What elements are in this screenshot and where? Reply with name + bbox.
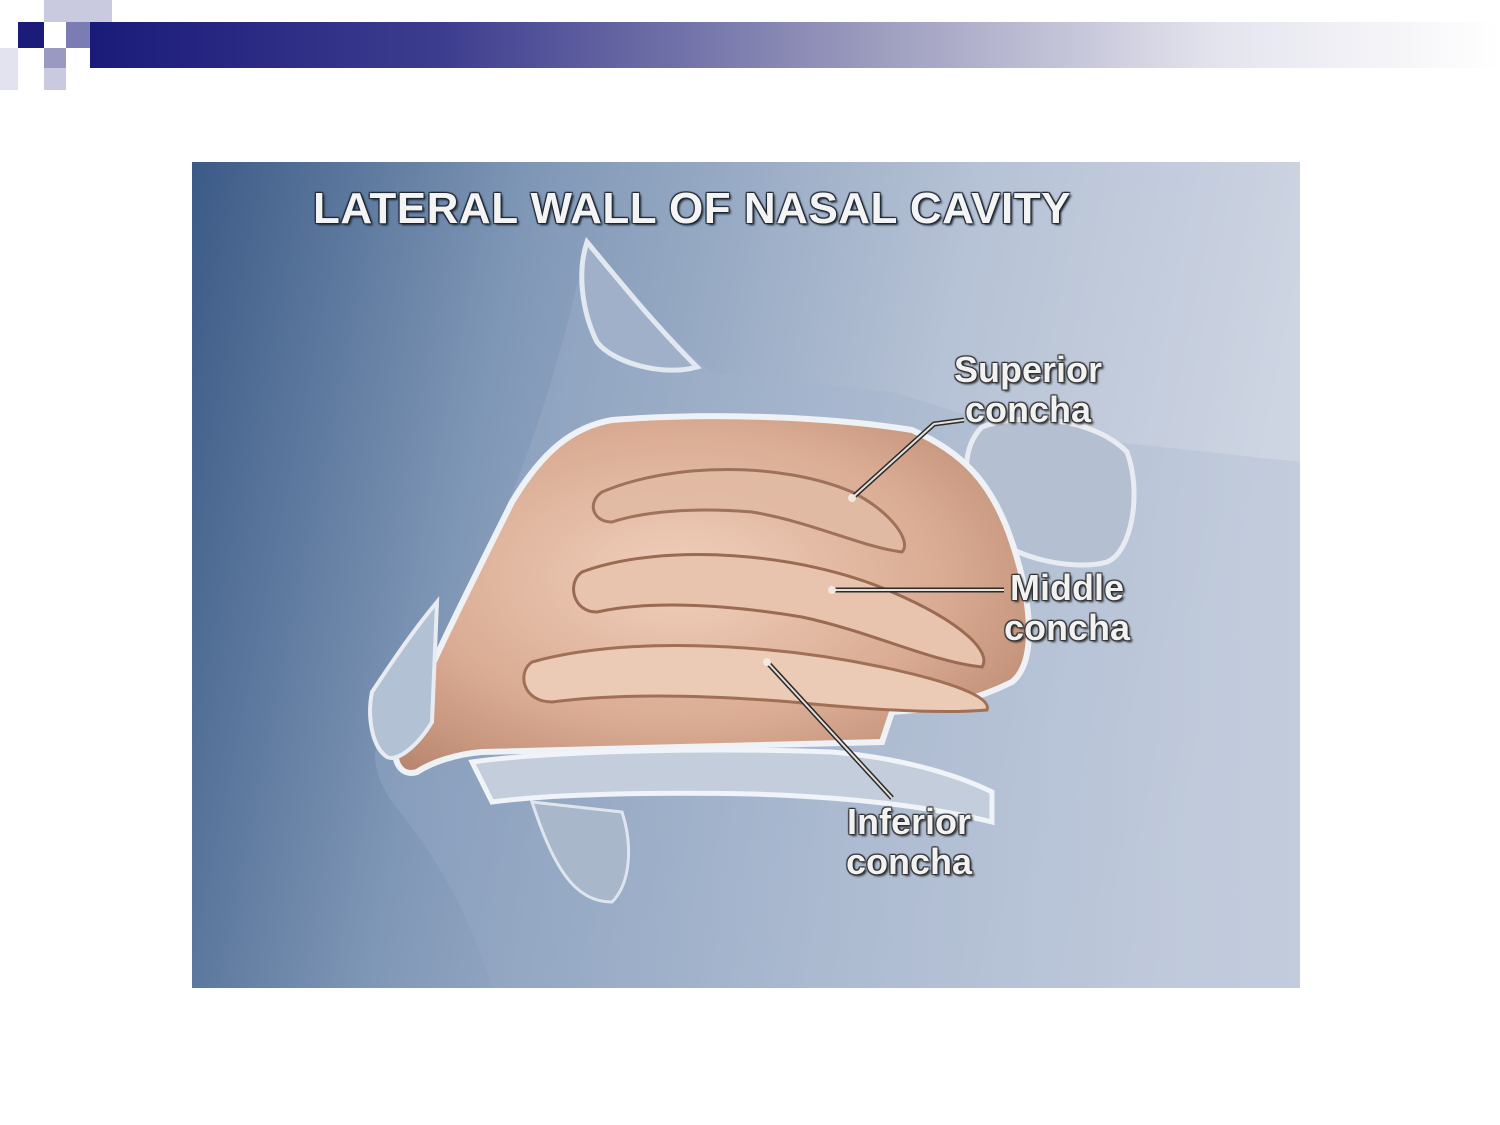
diagram-illustration — [192, 162, 1300, 988]
decor-square — [66, 22, 90, 48]
decor-square — [0, 48, 18, 90]
header-band — [90, 22, 1500, 68]
decor-square — [44, 0, 90, 22]
label-superior-concha: Superior concha — [954, 349, 1103, 430]
label-middle-concha: Middle concha — [1004, 567, 1131, 648]
nasal-cavity-diagram: LATERAL WALL OF NASAL CAVITY Superior co… — [192, 162, 1300, 988]
decor-square — [44, 68, 66, 90]
decor-square — [18, 22, 44, 48]
decor-square — [90, 0, 112, 22]
decor-square — [44, 48, 66, 68]
label-inferior-concha: Inferior concha — [846, 801, 973, 882]
diagram-title: LATERAL WALL OF NASAL CAVITY — [313, 184, 1071, 233]
